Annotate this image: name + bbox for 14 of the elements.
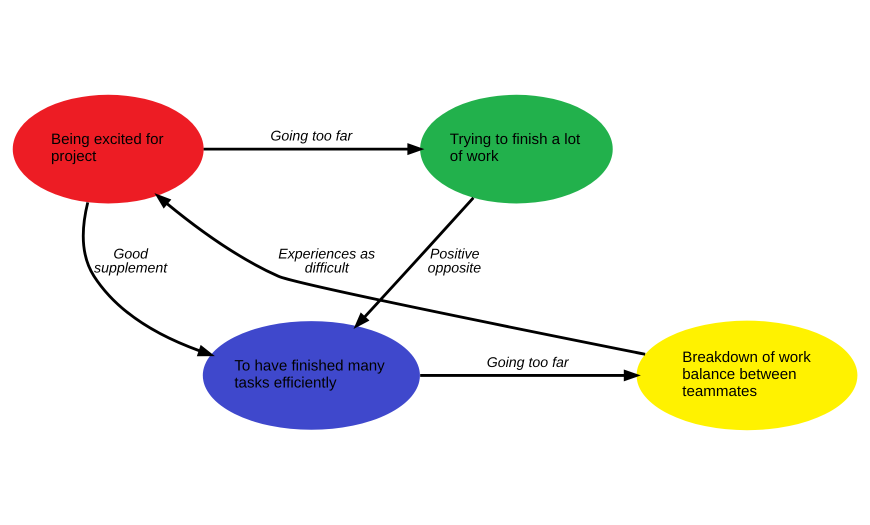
arrow [82, 202, 215, 356]
edge-label: Good supplement [94, 246, 168, 276]
node-ellipse: Being excited for project [12, 94, 204, 204]
node-ellipse: Trying to finish a lot of work [420, 94, 613, 204]
node-ellipse: To have finished many tasks efficiently [202, 321, 420, 430]
arrow [204, 143, 424, 156]
node-ellipse: Breakdown of work balance between teammates [636, 320, 858, 430]
edge-label: Positive opposite [428, 246, 482, 276]
arrow [154, 193, 646, 356]
arrow [420, 369, 641, 382]
arrow [354, 196, 474, 329]
edge-label: Going too far [270, 128, 352, 145]
edge-label: Experiences as difficult [278, 246, 376, 276]
edge-label: Going too far [486, 354, 569, 371]
